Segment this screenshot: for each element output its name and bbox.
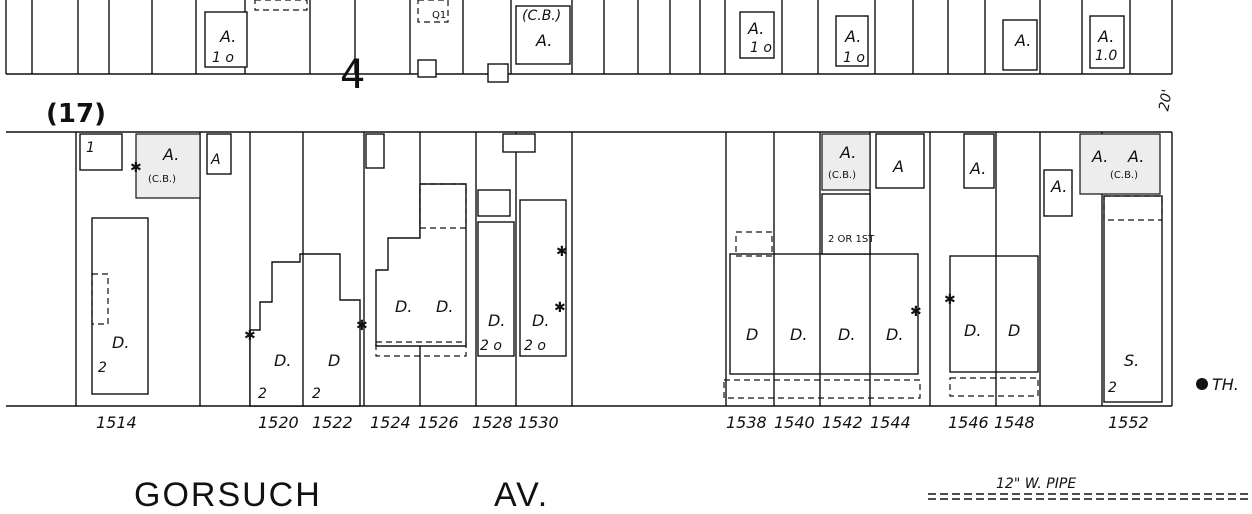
svg-text:✱: ✱: [944, 292, 956, 308]
svg-text:2 o: 2 o: [480, 338, 502, 354]
svg-text:(C.B.): (C.B.): [148, 174, 176, 185]
svg-text:D: D: [1008, 321, 1020, 340]
svg-text:A.: A.: [219, 27, 236, 46]
svg-text:A.: A.: [969, 159, 986, 178]
svg-text:✱: ✱: [910, 304, 922, 320]
street-name-gorsuch: GORSUCH: [134, 476, 322, 514]
pipe-label: 12" W. PIPE: [996, 476, 1076, 492]
lot-1544: 1544: [870, 413, 911, 432]
sheet-label: (17): [46, 99, 106, 129]
svg-text:D.: D.: [532, 311, 549, 330]
svg-text:1 o: 1 o: [212, 50, 234, 66]
upper-block: A. 1 o Q1 (C.B.) A. A. 1 o A. 1 o A. A. …: [5, 0, 1173, 83]
lot-1528: 1528: [472, 413, 513, 432]
svg-text:D.: D.: [274, 351, 291, 370]
svg-text:A.: A.: [1127, 147, 1144, 166]
svg-text:D: D: [328, 351, 340, 370]
rear-outbuildings: 1 A. (C.B.) A A. (C.B.) A A. A. A. A. (C…: [79, 133, 1161, 217]
svg-text:(C.B.): (C.B.): [828, 170, 856, 181]
svg-text:A.: A.: [1050, 177, 1067, 196]
svg-text:A.: A.: [839, 143, 856, 162]
block-number: 4: [340, 52, 365, 98]
svg-text:A.: A.: [535, 31, 552, 50]
water-pipe: 12" W. PIPE: [928, 476, 1248, 500]
lot-1522: 1522: [312, 413, 353, 432]
svg-text:D.: D.: [964, 321, 981, 340]
lot-1540: 1540: [774, 413, 815, 432]
svg-text:(C.B.): (C.B.): [1110, 170, 1138, 181]
hydrant-label: TH.: [1212, 375, 1239, 394]
lot-1514: 1514: [96, 413, 137, 432]
svg-text:D.: D.: [112, 333, 129, 352]
svg-text:2: 2: [258, 386, 267, 402]
lot-1542: 1542: [822, 413, 863, 432]
lot-1552: 1552: [1108, 413, 1149, 432]
svg-text:2: 2: [312, 386, 321, 402]
svg-text:D.: D.: [790, 325, 807, 344]
svg-text:S.: S.: [1124, 351, 1139, 370]
svg-text:D: D: [746, 325, 758, 344]
svg-text:D.: D.: [838, 325, 855, 344]
lot-1538: 1538: [726, 413, 767, 432]
lot-1526: 1526: [418, 413, 459, 432]
svg-text:✱: ✱: [356, 318, 368, 334]
svg-text:✱: ✱: [554, 300, 566, 316]
street-name-av: AV.: [494, 476, 549, 514]
svg-text:A.: A.: [1091, 147, 1108, 166]
svg-text:2: 2: [1108, 380, 1117, 396]
dwellings: D. 2 D. D 2 2 D. D. D. D. 2 o 2 o 2 OR 1…: [91, 183, 1163, 407]
lot-1530: 1530: [518, 413, 559, 432]
dimension-label: 20': [1156, 88, 1176, 112]
svg-text:A: A: [892, 157, 904, 176]
svg-text:D.: D.: [395, 297, 412, 316]
svg-text:1 o: 1 o: [750, 40, 772, 56]
lot-1546: 1546: [948, 413, 989, 432]
svg-text:2: 2: [98, 360, 107, 376]
fire-wall-marks: ✱ ✱ ✱ ✱ ✱ ✱ ✱: [130, 160, 956, 344]
svg-text:A.: A.: [1097, 27, 1114, 46]
svg-text:✱: ✱: [244, 328, 256, 344]
svg-text:A.: A.: [1014, 31, 1031, 50]
svg-text:✱: ✱: [130, 160, 142, 176]
svg-text:D.: D.: [488, 311, 505, 330]
svg-text:1: 1: [86, 140, 95, 156]
svg-text:Q1: Q1: [432, 10, 446, 21]
svg-text:1.0: 1.0: [1095, 48, 1117, 64]
svg-text:A.: A.: [162, 145, 179, 164]
svg-text:2 o: 2 o: [524, 338, 546, 354]
svg-text:1 o: 1 o: [843, 50, 865, 66]
svg-text:A.: A.: [844, 27, 861, 46]
svg-text:A.: A.: [747, 19, 764, 38]
fire-hydrant-icon: [1196, 378, 1208, 390]
lot-addresses: 1514 1520 1522 1524 1526 1528 1530 1538 …: [96, 413, 1149, 432]
lot-1548: 1548: [994, 413, 1035, 432]
svg-text:(C.B.): (C.B.): [522, 8, 561, 24]
svg-text:D.: D.: [886, 325, 903, 344]
lot-1524: 1524: [370, 413, 411, 432]
svg-text:2 OR 1ST: 2 OR 1ST: [828, 234, 875, 245]
svg-text:A: A: [210, 152, 221, 168]
svg-text:✱: ✱: [556, 244, 568, 260]
svg-text:D.: D.: [436, 297, 453, 316]
lot-1520: 1520: [258, 413, 299, 432]
